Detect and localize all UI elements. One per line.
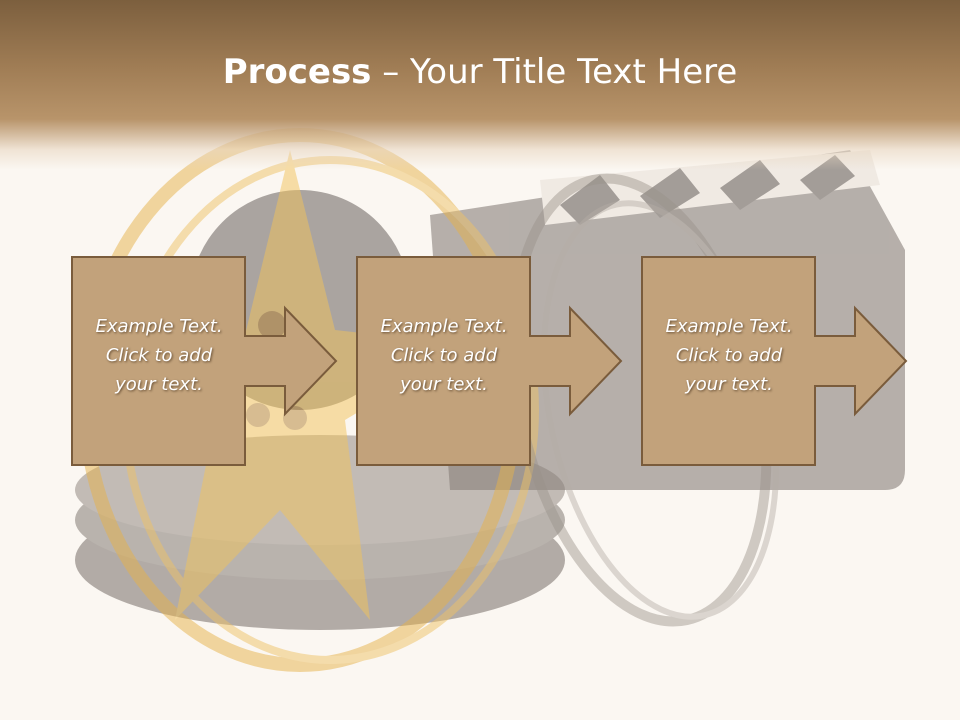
title-banner [0, 0, 960, 170]
step-text-line: your text. [400, 374, 488, 395]
process-step-3[interactable]: Example Text. Click to add your text. [641, 256, 908, 466]
step-text: Example Text. Click to add your text. [360, 312, 528, 399]
step-text: Example Text. Click to add your text. [75, 312, 243, 399]
title-bold: Process [222, 52, 372, 92]
step-text-line: Example Text. [665, 316, 793, 337]
step-text-line: Click to add [105, 345, 213, 366]
process-step-1[interactable]: Example Text. Click to add your text. [71, 256, 338, 466]
arrow-callout-shape [641, 256, 908, 466]
step-text: Example Text. Click to add your text. [645, 312, 813, 399]
title-rest: – Your Title Text Here [371, 52, 738, 92]
arrow-callout-shape [356, 256, 623, 466]
step-text-line: Click to add [675, 345, 783, 366]
process-step-2[interactable]: Example Text. Click to add your text. [356, 256, 623, 466]
step-text-line: your text. [685, 374, 773, 395]
step-text-line: Example Text. [95, 316, 223, 337]
arrow-callout-shape [71, 256, 338, 466]
step-text-line: Click to add [390, 345, 498, 366]
step-text-line: your text. [115, 374, 203, 395]
slide-title[interactable]: Process – Your Title Text Here [0, 52, 960, 92]
step-text-line: Example Text. [380, 316, 508, 337]
